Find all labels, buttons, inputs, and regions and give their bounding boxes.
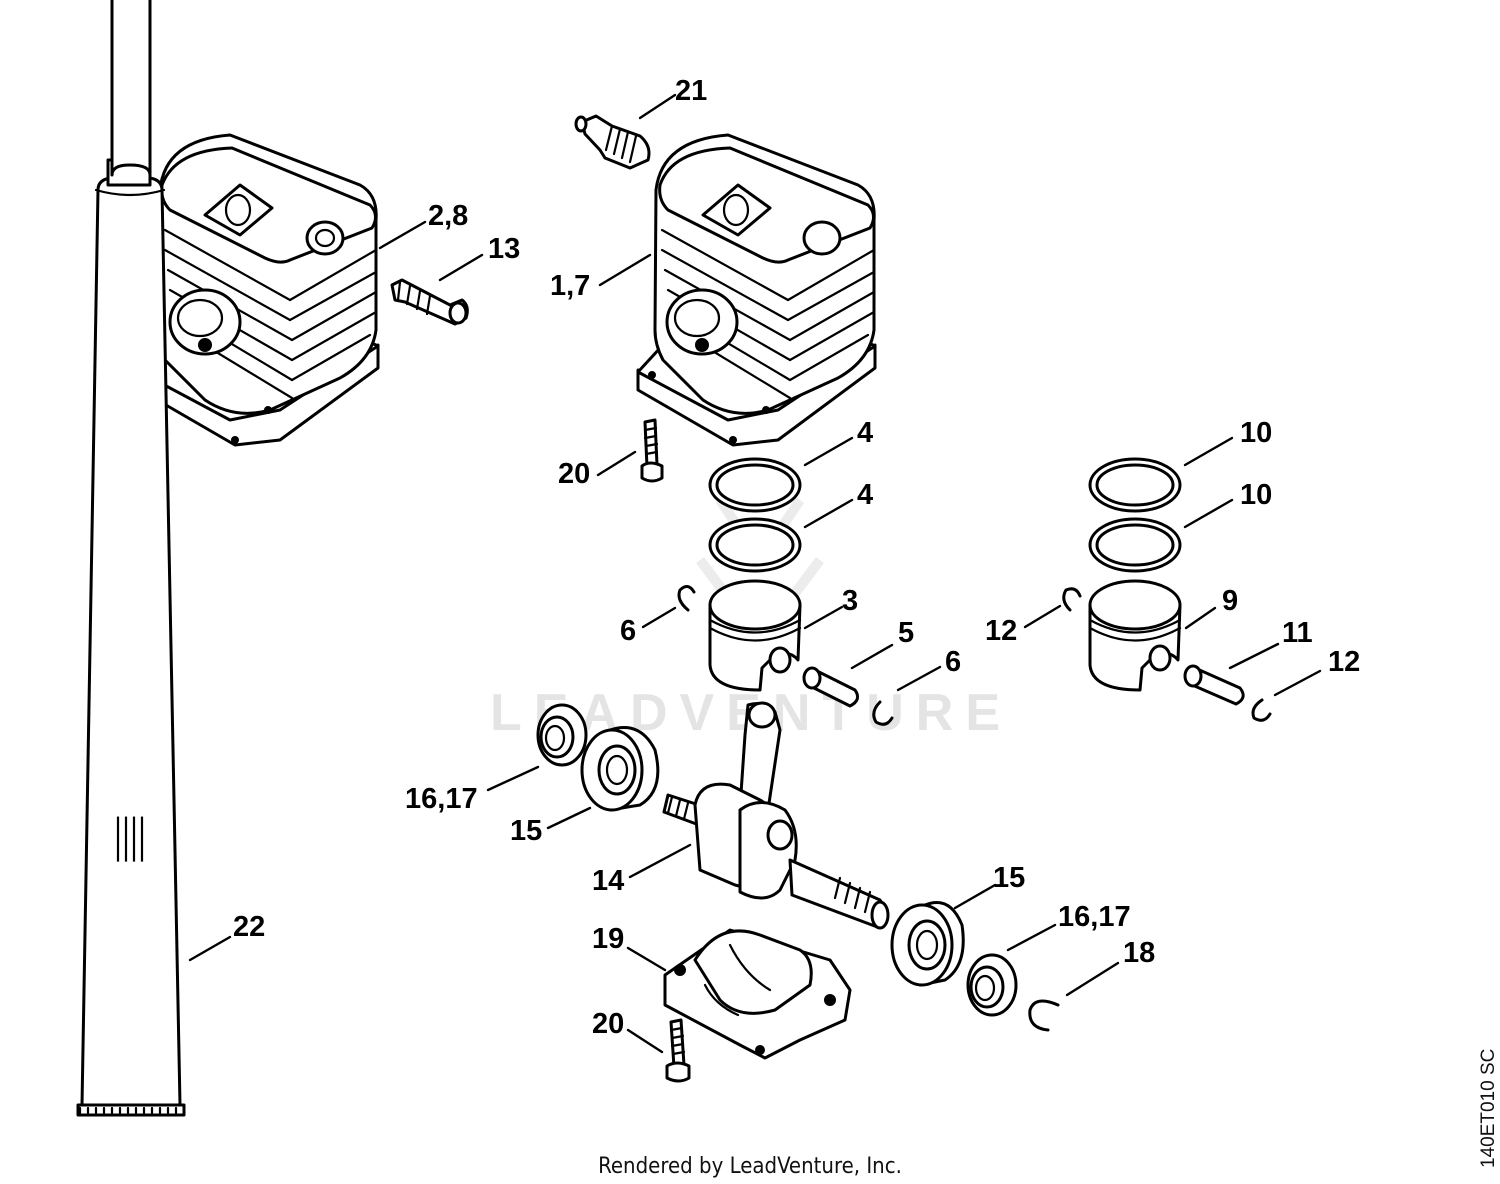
callout-2-8: 2,8 <box>428 200 468 232</box>
circlip-6-left[interactable] <box>677 585 696 612</box>
piston-pin-5[interactable] <box>802 666 860 708</box>
piston-ring-4-lower[interactable] <box>708 517 802 573</box>
callout-21: 21 <box>675 75 707 107</box>
piston-alt-part[interactable] <box>1088 579 1182 692</box>
diagram-code: 140ET010 SC <box>1478 1049 1499 1168</box>
spark-plug-part[interactable] <box>574 114 651 170</box>
crankcase-part[interactable] <box>663 928 852 1060</box>
callout-3: 3 <box>842 585 858 617</box>
callout-15-upper: 15 <box>510 815 542 847</box>
callout-15-lower: 15 <box>993 862 1025 894</box>
callout-14: 14 <box>592 865 624 897</box>
callout-19: 19 <box>592 923 624 955</box>
oil-seal-upper[interactable] <box>536 703 588 767</box>
callout-12-right: 12 <box>1328 646 1360 678</box>
callout-4-upper: 4 <box>857 417 873 449</box>
decompression-valve-part[interactable] <box>390 278 469 326</box>
callout-1-7: 1,7 <box>550 270 590 302</box>
piston-pin-11[interactable] <box>1183 664 1245 706</box>
callout-9: 9 <box>1222 585 1238 617</box>
callout-16-17-lower: 16,17 <box>1058 901 1131 933</box>
callout-6-right: 6 <box>945 646 961 678</box>
piston-part[interactable] <box>708 579 802 692</box>
grease-tube-part[interactable] <box>76 0 186 1117</box>
callout-5: 5 <box>898 617 914 649</box>
leader-lines <box>188 93 1322 1054</box>
callout-10-upper: 10 <box>1240 417 1272 449</box>
callout-11: 11 <box>1282 617 1313 649</box>
ball-bearing-lower[interactable] <box>890 901 965 987</box>
screw-upper-part[interactable] <box>640 418 664 483</box>
callout-20-lower: 20 <box>592 1008 624 1040</box>
callout-22: 22 <box>233 911 265 943</box>
cylinder-right-part[interactable] <box>636 133 877 447</box>
callout-18: 18 <box>1123 937 1155 969</box>
piston-ring-10-upper[interactable] <box>1088 457 1182 513</box>
circlip-6-right[interactable] <box>872 700 894 726</box>
crankshaft-part[interactable] <box>662 701 890 930</box>
piston-ring-10-lower[interactable] <box>1088 517 1182 573</box>
callout-12-left: 12 <box>985 615 1017 647</box>
circlip-12-left[interactable] <box>1062 587 1082 612</box>
footer-credit: Rendered by LeadVenture, Inc. <box>598 1154 902 1179</box>
callout-6-left: 6 <box>620 615 636 647</box>
piston-ring-4-upper[interactable] <box>708 457 802 513</box>
circlip-18[interactable] <box>1028 999 1060 1032</box>
cylinder-left-part[interactable] <box>138 133 380 447</box>
screw-lower-part[interactable] <box>665 1018 691 1083</box>
circlip-12-right[interactable] <box>1251 698 1272 722</box>
callout-10-lower: 10 <box>1240 479 1272 511</box>
oil-seal-lower[interactable] <box>966 953 1018 1017</box>
callout-13: 13 <box>488 233 520 265</box>
ball-bearing-upper[interactable] <box>580 726 660 812</box>
callout-labels: 21 2,8 13 1,7 20 4 4 10 10 3 6 5 6 12 9 … <box>233 75 1360 1040</box>
callout-20-upper: 20 <box>558 458 590 490</box>
callout-4-lower: 4 <box>857 479 873 511</box>
callout-16-17-upper: 16,17 <box>405 783 478 815</box>
